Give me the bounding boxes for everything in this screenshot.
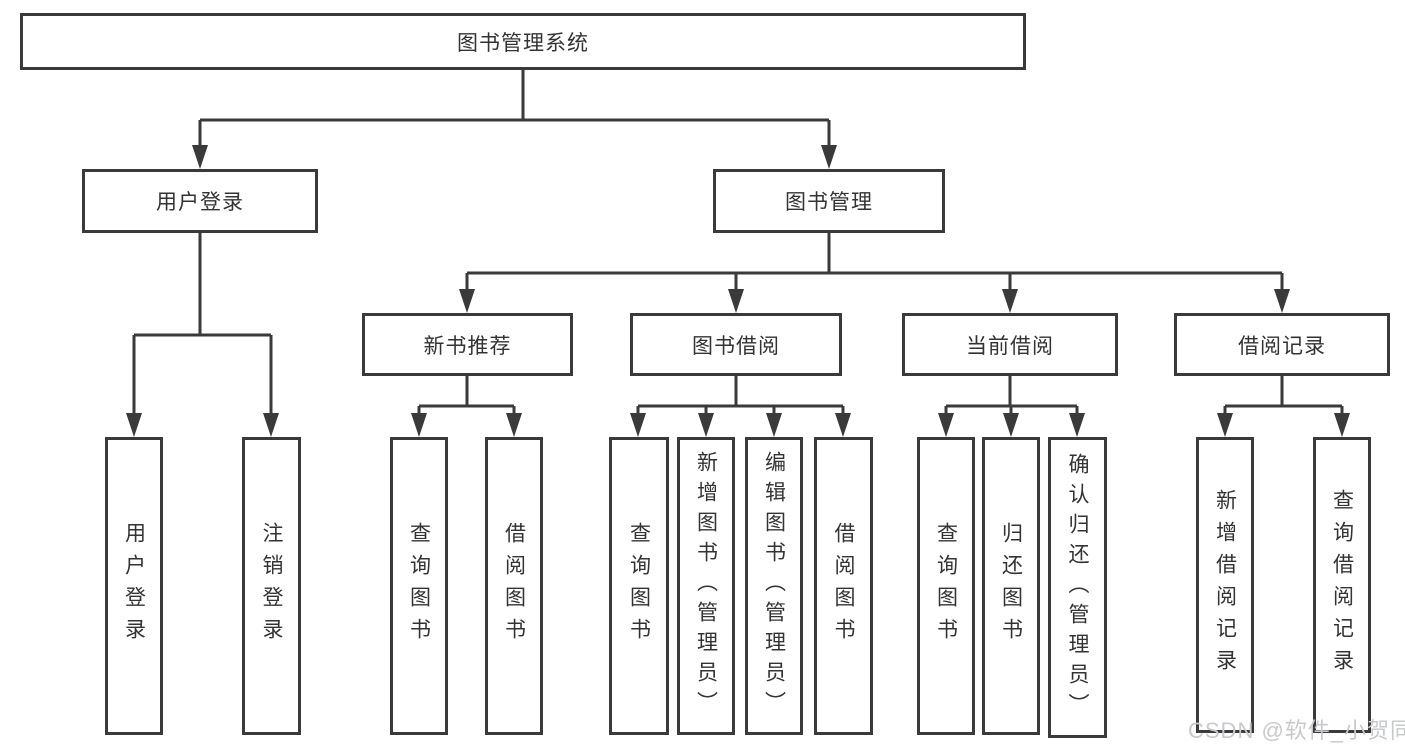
node-br-query-record: 查询借阅记录	[1313, 437, 1371, 733]
node-bb-borrow-books: 借阅图书	[814, 437, 873, 735]
node-user-login-label: 用户登录	[156, 191, 244, 214]
node-bb-query-books-label: 查询图书	[627, 522, 651, 650]
node-logout: 注销登录	[242, 437, 301, 735]
node-book-management-label: 图书管理	[785, 191, 873, 214]
node-nb-borrow-books-label: 借阅图书	[502, 522, 526, 650]
node-book-borrowing-label: 图书借阅	[692, 334, 780, 358]
node-cb-return-books-label: 归还图书	[999, 522, 1023, 650]
node-cb-query-books: 查询图书	[917, 437, 975, 735]
node-new-book-recommend: 新书推荐	[362, 313, 573, 376]
node-cb-return-books: 归还图书	[982, 437, 1040, 735]
node-new-book-recommend-label: 新书推荐	[423, 334, 512, 358]
node-login-label: 用户登录	[122, 522, 146, 650]
node-br-add-record: 新增借阅记录	[1196, 437, 1254, 733]
node-book-borrowing: 图书借阅	[630, 313, 842, 376]
arrowheads	[126, 145, 1350, 437]
node-cb-query-books-label: 查询图书	[934, 522, 958, 650]
node-br-add-record-label: 新增借阅记录	[1213, 489, 1237, 681]
node-current-borrowing: 当前借阅	[902, 313, 1118, 376]
node-borrowing-records: 借阅记录	[1174, 313, 1390, 376]
node-nb-query-books-label: 查询图书	[407, 522, 431, 650]
node-nb-borrow-books: 借阅图书	[485, 437, 543, 735]
node-nb-query-books: 查询图书	[390, 437, 448, 735]
node-cb-confirm-return-admin: 确认归还（管理员）	[1048, 437, 1107, 738]
node-library-system-label: 图书管理系统	[457, 31, 589, 55]
node-current-borrowing-label: 当前借阅	[966, 334, 1054, 358]
node-bb-borrow-books-label: 借阅图书	[832, 522, 855, 650]
node-bb-add-books-admin-label: 新增图书（管理员）	[694, 451, 718, 721]
node-bb-add-books-admin: 新增图书（管理员）	[677, 437, 735, 735]
node-borrowing-records-label: 借阅记录	[1238, 334, 1326, 358]
node-bb-edit-books-admin: 编辑图书（管理员）	[745, 437, 803, 735]
node-logout-label: 注销登录	[260, 522, 283, 650]
node-user-login: 用户登录	[82, 169, 318, 233]
node-library-system: 图书管理系统	[20, 13, 1026, 70]
node-bb-query-books: 查询图书	[609, 437, 669, 735]
node-login: 用户登录	[105, 437, 163, 735]
node-book-management: 图书管理	[713, 169, 945, 233]
node-cb-confirm-return-admin-label: 确认归还（管理员）	[1066, 452, 1089, 723]
watermark: CSDN @软件_小贺同学	[1188, 718, 1405, 743]
node-br-query-record-label: 查询借阅记录	[1330, 489, 1354, 681]
tree-edges	[132, 70, 1344, 419]
node-bb-edit-books-admin-label: 编辑图书（管理员）	[762, 451, 786, 721]
